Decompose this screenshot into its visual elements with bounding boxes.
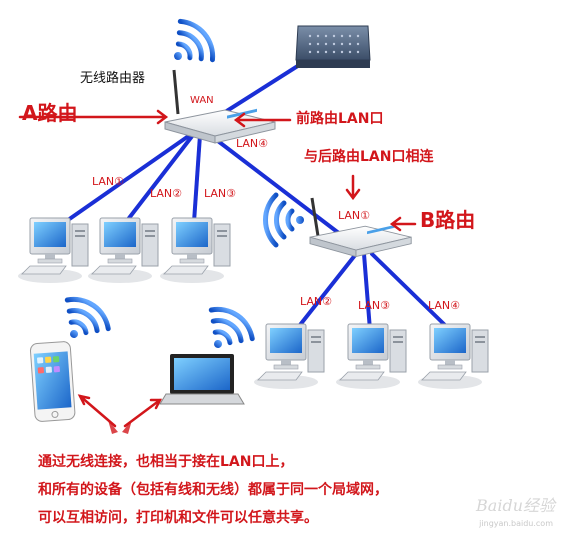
note-line-3: 可以互相访问，打印机和文件可以任意共享。 xyxy=(38,510,318,526)
arrow-feathers xyxy=(108,420,132,434)
b-lan3-label: LAN③ xyxy=(358,299,390,312)
cable-b-lan4 xyxy=(370,252,452,332)
arrow-icon xyxy=(18,109,417,428)
computer-icon xyxy=(335,323,407,390)
antenna-a xyxy=(172,69,180,115)
explanation-note: 通过无线连接，也相当于接在LAN口上， 和所有的设备（包括有线和无线）都属于同一… xyxy=(38,448,388,532)
note-line-2: 和所有的设备（包括有线和无线）都属于同一个局域网， xyxy=(38,482,388,498)
b-router-label: B路由 xyxy=(420,208,476,232)
a-lan2-label: LAN② xyxy=(150,187,182,200)
computer-icon xyxy=(87,217,159,284)
laptop-icon xyxy=(159,354,245,405)
computer-icon xyxy=(17,217,89,284)
modem-icon xyxy=(295,25,371,68)
a-lan1-label: LAN① xyxy=(92,175,124,188)
cable-a-lan2 xyxy=(124,133,195,224)
cable-b-lan3 xyxy=(362,252,372,332)
a-lan4-label: LAN④ xyxy=(236,137,268,150)
b-lan2-label: LAN② xyxy=(300,295,332,308)
cable-wan xyxy=(220,60,306,116)
cable-b-lan2 xyxy=(294,252,358,332)
wan-port-label: WAN xyxy=(190,95,214,106)
antenna-b xyxy=(310,197,320,237)
cable-a-lan4-b-lan1 xyxy=(208,133,342,236)
computer-icon xyxy=(417,323,489,390)
wifi-icon xyxy=(159,15,221,78)
smartphone-icon xyxy=(29,341,76,422)
note-line-1: 通过无线连接，也相当于接在LAN口上， xyxy=(38,454,294,470)
cable-a-lan1 xyxy=(66,133,192,222)
computer-icon xyxy=(253,323,325,390)
computer-icon xyxy=(159,217,231,284)
wireless-router-label: 无线路由器 xyxy=(80,71,146,86)
front-router-lan-label: 前路由LAN口 xyxy=(296,111,384,127)
b-lan4-label: LAN④ xyxy=(428,299,460,312)
router-icon xyxy=(309,224,412,257)
wifi-icon xyxy=(195,301,258,361)
a-lan3-label: LAN③ xyxy=(204,187,236,200)
connect-rear-lan-label: 与后路由LAN口相连 xyxy=(304,149,434,165)
cable-a-lan3 xyxy=(192,133,202,224)
watermark-brand: Baidu经验 xyxy=(476,496,555,515)
a-router-label: A路由 xyxy=(22,101,78,125)
b-lan1-label: LAN① xyxy=(338,209,370,222)
watermark-url: jingyan.baidu.com xyxy=(479,519,553,528)
cable-group xyxy=(66,60,452,332)
